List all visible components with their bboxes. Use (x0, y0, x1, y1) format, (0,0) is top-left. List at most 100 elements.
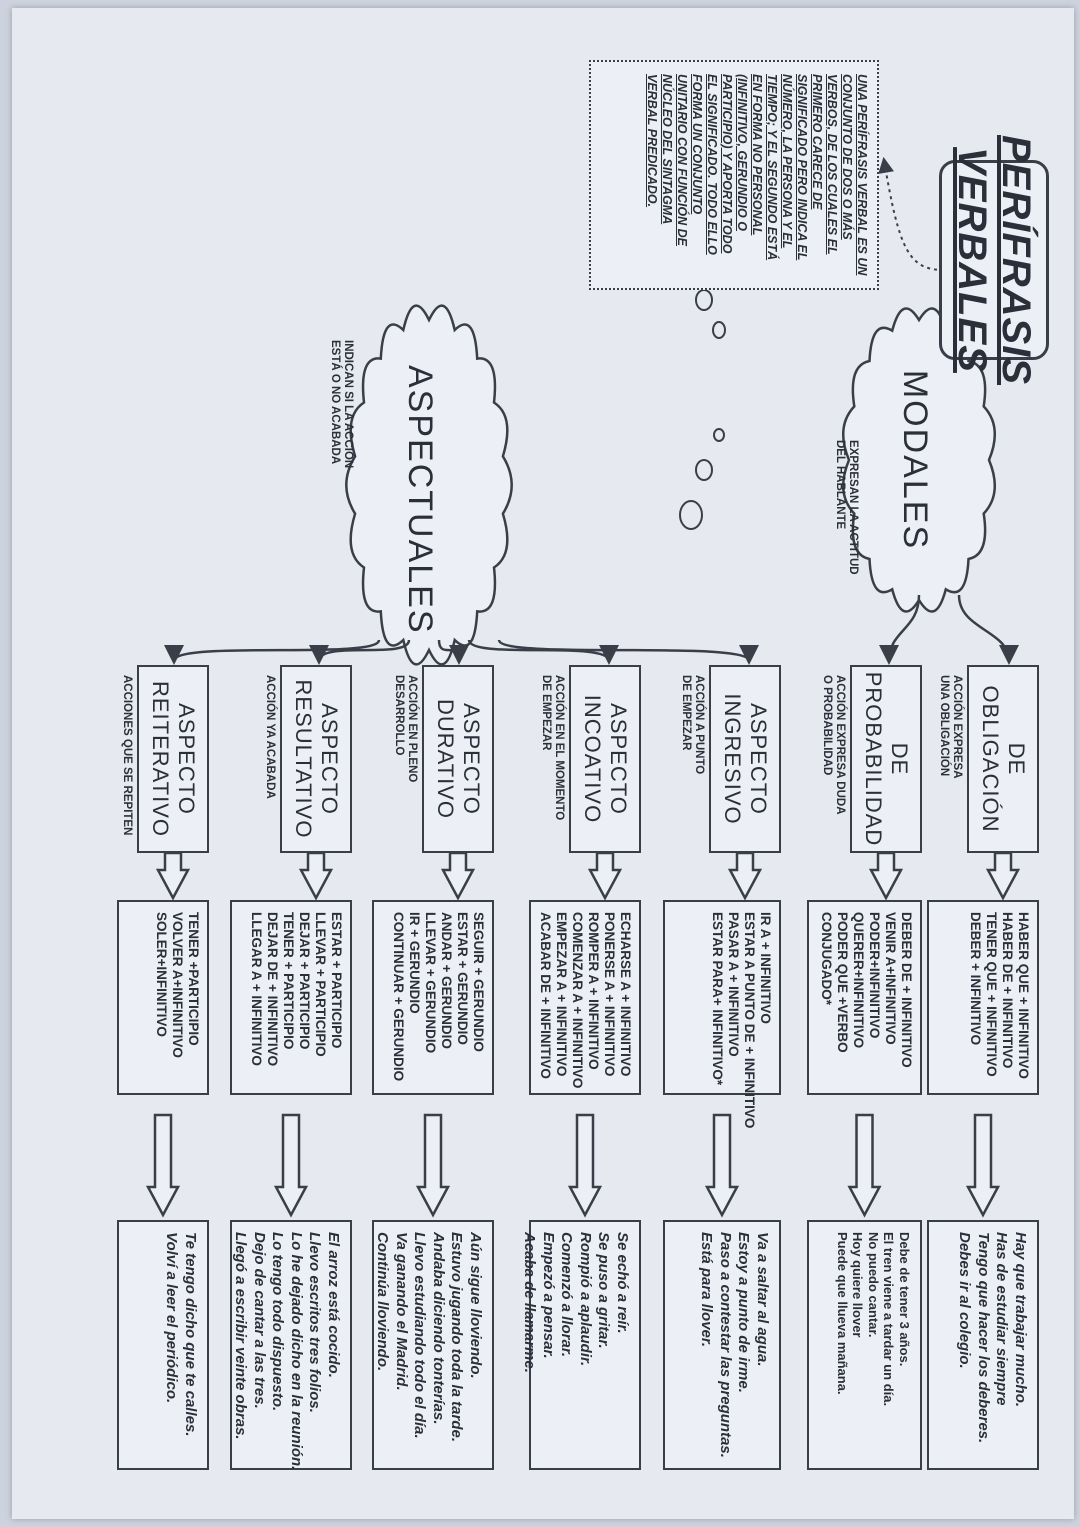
definition-line: PRIMERO CARECE DE (810, 74, 824, 210)
type-box: DE PROBABILIDAD (850, 665, 922, 853)
form-line: IR + GERUNDIO (407, 912, 422, 1014)
description-line: ACCIÓN EXPRESA DUDA (834, 675, 846, 815)
form-line: CONTINUAR + GERUNDIO (391, 912, 406, 1082)
example-line: Lo he dejado dicho en la reunión. (288, 1232, 305, 1471)
forms-to-examples-arrow (704, 1113, 740, 1218)
example-line: No puedo cantar. (866, 1232, 881, 1338)
thought-bubble (712, 321, 726, 339)
form-line: ESTAR A PUNTO DE + INFINITIVO (742, 912, 757, 1129)
form-line: COMENZAR A + INFINITIVO (570, 912, 585, 1089)
paper-sheet: PERÍFRASIS VERBALES UNA PERÍFRASIS VERBA… (12, 8, 1074, 1519)
form-line: TENER +PARTICIPIO (186, 912, 201, 1046)
forms-to-examples-arrow (415, 1113, 451, 1218)
example-line: Te tengo dicho que te calles. (182, 1232, 199, 1437)
form-line: ECHARSE A + INFINITIVO (618, 912, 633, 1077)
definition-line: CONJUNTO DE DOS O MÁS (840, 74, 854, 240)
examples-box: El arroz está cocido.Llevo escritos tres… (230, 1220, 352, 1470)
form-line: HABER DE + INFINITIVO (1000, 912, 1015, 1069)
form-line: ESTAR PARA+ INFINITIVO* (710, 912, 725, 1086)
form-line: ESTAR + PARTICIPIO (329, 912, 344, 1049)
type-to-forms-arrow (587, 851, 623, 901)
type-to-forms-arrow (155, 851, 191, 901)
examples-box: Va a saltar al agua.Estoy a punto de irm… (663, 1220, 781, 1470)
examples-box: Debe de tener 3 años.El tren viene a tar… (807, 1220, 922, 1470)
description-line: ACCIÓN EN PLENO (406, 675, 418, 783)
form-line: DEBER DE + INFINITIVO (899, 912, 914, 1068)
example-line: Va a saltar al agua. (754, 1232, 771, 1367)
example-line: Continúa lloviendo. (374, 1232, 392, 1372)
forms-to-examples-arrow (145, 1113, 181, 1218)
main-title-box: PERÍFRASIS VERBALES (939, 135, 1049, 385)
form-line: DEJAR DE + INFINITIVO (265, 912, 280, 1067)
example-line: Debes ir al colegio. (956, 1232, 974, 1369)
example-line: Has de estudiar siempre (993, 1232, 1011, 1406)
definition-line: PARTICIPIO) Y APORTA TODO (720, 74, 734, 254)
form-line: SEGUIR + GERUNDIO (471, 912, 486, 1052)
type-label: ASPECTO (606, 703, 631, 815)
definition-line: EN FORMA NO PERSONAL (750, 74, 764, 236)
example-line: Aún sigue lloviendo. (467, 1232, 484, 1379)
thought-bubble (679, 500, 703, 530)
definition-line: VERBAL PREDICADO. (645, 74, 659, 208)
forms-to-examples-arrow (567, 1113, 603, 1218)
title-line-1: PERÍFRASIS (994, 134, 1038, 386)
example-line: Hay que trabajar mucho. (1012, 1232, 1029, 1408)
aspectuales-branch-arrow (467, 639, 619, 665)
example-line: El tren viene a tardar un día. (881, 1232, 897, 1407)
description-line: DE EMPEZAR (540, 675, 552, 751)
example-line: Llegó a escribir veinte obras. (232, 1232, 250, 1440)
definition-line: NÚCLEO DEL SINTAGMA (660, 74, 674, 225)
aspectuales-branch-arrow (309, 639, 411, 665)
form-line: VOLVER A+INFINITIVO (170, 912, 185, 1058)
thought-bubble (713, 428, 725, 442)
example-line: Tengo que hacer los deberes. (975, 1232, 992, 1444)
example-line: Volví a leer el periódico. (163, 1232, 181, 1404)
description-line: ACCIONES QUE SE REPITEN (121, 675, 133, 836)
definition-line: FORMA UN CONJUNTO (690, 74, 704, 215)
example-line: Debe de tener 3 años. (897, 1232, 912, 1367)
type-to-forms-arrow (985, 851, 1021, 901)
example-line: Va ganando el Madrid. (393, 1232, 410, 1391)
form-line: QUERER+INFINITIVO (851, 912, 866, 1049)
example-line: Lo tengo todo dispuesto. (269, 1232, 287, 1412)
form-line: VENIR A+INFINITIVO (883, 912, 898, 1045)
example-line: Comenzó a llorar. (558, 1232, 576, 1358)
type-label: ASPECTO (746, 703, 771, 815)
type-to-forms-arrow (727, 851, 763, 901)
type-label: ASPECTO (317, 703, 342, 815)
description-line: ACCIÓN EXPRESA (951, 675, 963, 779)
example-line: Llevo escritos tres folios. (306, 1232, 324, 1413)
forms-to-examples-arrow (273, 1113, 309, 1218)
form-line: PONERSE A + INFINITIVO (602, 912, 617, 1077)
description-line: ACCIÓN A PUNTO (693, 675, 705, 775)
type-description: ACCIÓN YA ACABADA (263, 675, 276, 863)
example-line: Estuvo jugando toda la tarde. (448, 1232, 466, 1443)
example-line: Dejo de cantar a las tres. (251, 1232, 268, 1409)
example-line: Llevo estudiando todo el día. (411, 1232, 429, 1439)
example-line: Hoy quiere llover (850, 1232, 866, 1338)
description-line: DESARROLLO (393, 675, 405, 756)
form-line: PASAR A + INFINITIVO (726, 912, 741, 1057)
example-line: Paso a contestar las preguntas. (717, 1232, 734, 1458)
example-line: Estoy a punto de irme. (735, 1232, 753, 1393)
type-label: INGRESIVO (720, 693, 745, 825)
example-line: Está para llover. (698, 1232, 716, 1348)
concept-map: PERÍFRASIS VERBALES UNA PERÍFRASIS VERBA… (24, 20, 1069, 1510)
type-to-forms-arrow (440, 851, 476, 901)
description-line: DE EMPEZAR (680, 675, 692, 751)
aspectuales-cloud-shape (345, 304, 513, 666)
examples-box: Te tengo dicho que te calles.Volví a lee… (117, 1220, 209, 1470)
aspectuales-branch-arrow (437, 639, 469, 665)
type-label: RESULTATIVO (291, 679, 316, 839)
examples-box: Se echó a reír.Se puso a gritar.Rompió a… (522, 1220, 641, 1470)
